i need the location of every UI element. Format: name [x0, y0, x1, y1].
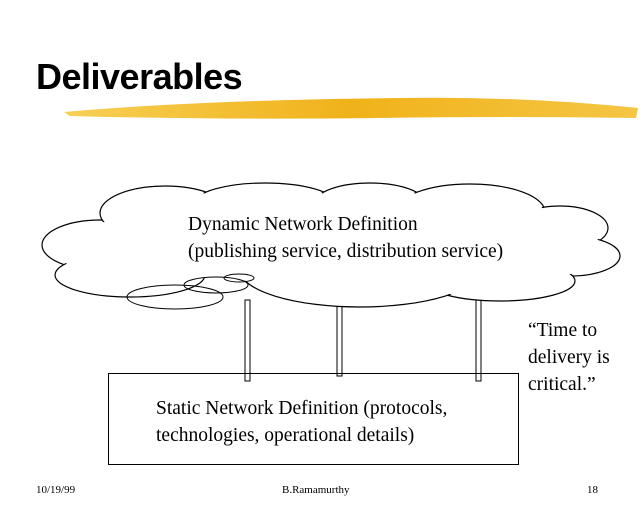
- title-underline-brush: [64, 97, 638, 119]
- slide-title: Deliverables: [36, 56, 243, 97]
- cloud-shape: [41, 182, 621, 310]
- footer-page-number: 18: [587, 484, 598, 496]
- quote-line1: “Time to: [528, 320, 598, 341]
- quote-line3: critical.”: [528, 374, 596, 395]
- cloud-label-line1: Dynamic Network Definition: [188, 214, 418, 235]
- connector-pillars: [244, 294, 482, 382]
- box-label-line2: technologies, operational details): [156, 425, 415, 446]
- quote-line2: delivery is: [528, 347, 610, 368]
- cloud-label-line2: (publishing service, distribution servic…: [188, 241, 504, 262]
- footer-date: 10/19/99: [36, 484, 76, 496]
- static-network-box: [108, 373, 519, 465]
- box-label-line1: Static Network Definition (protocols,: [156, 398, 448, 419]
- footer-author: B.Ramamurthy: [282, 484, 350, 496]
